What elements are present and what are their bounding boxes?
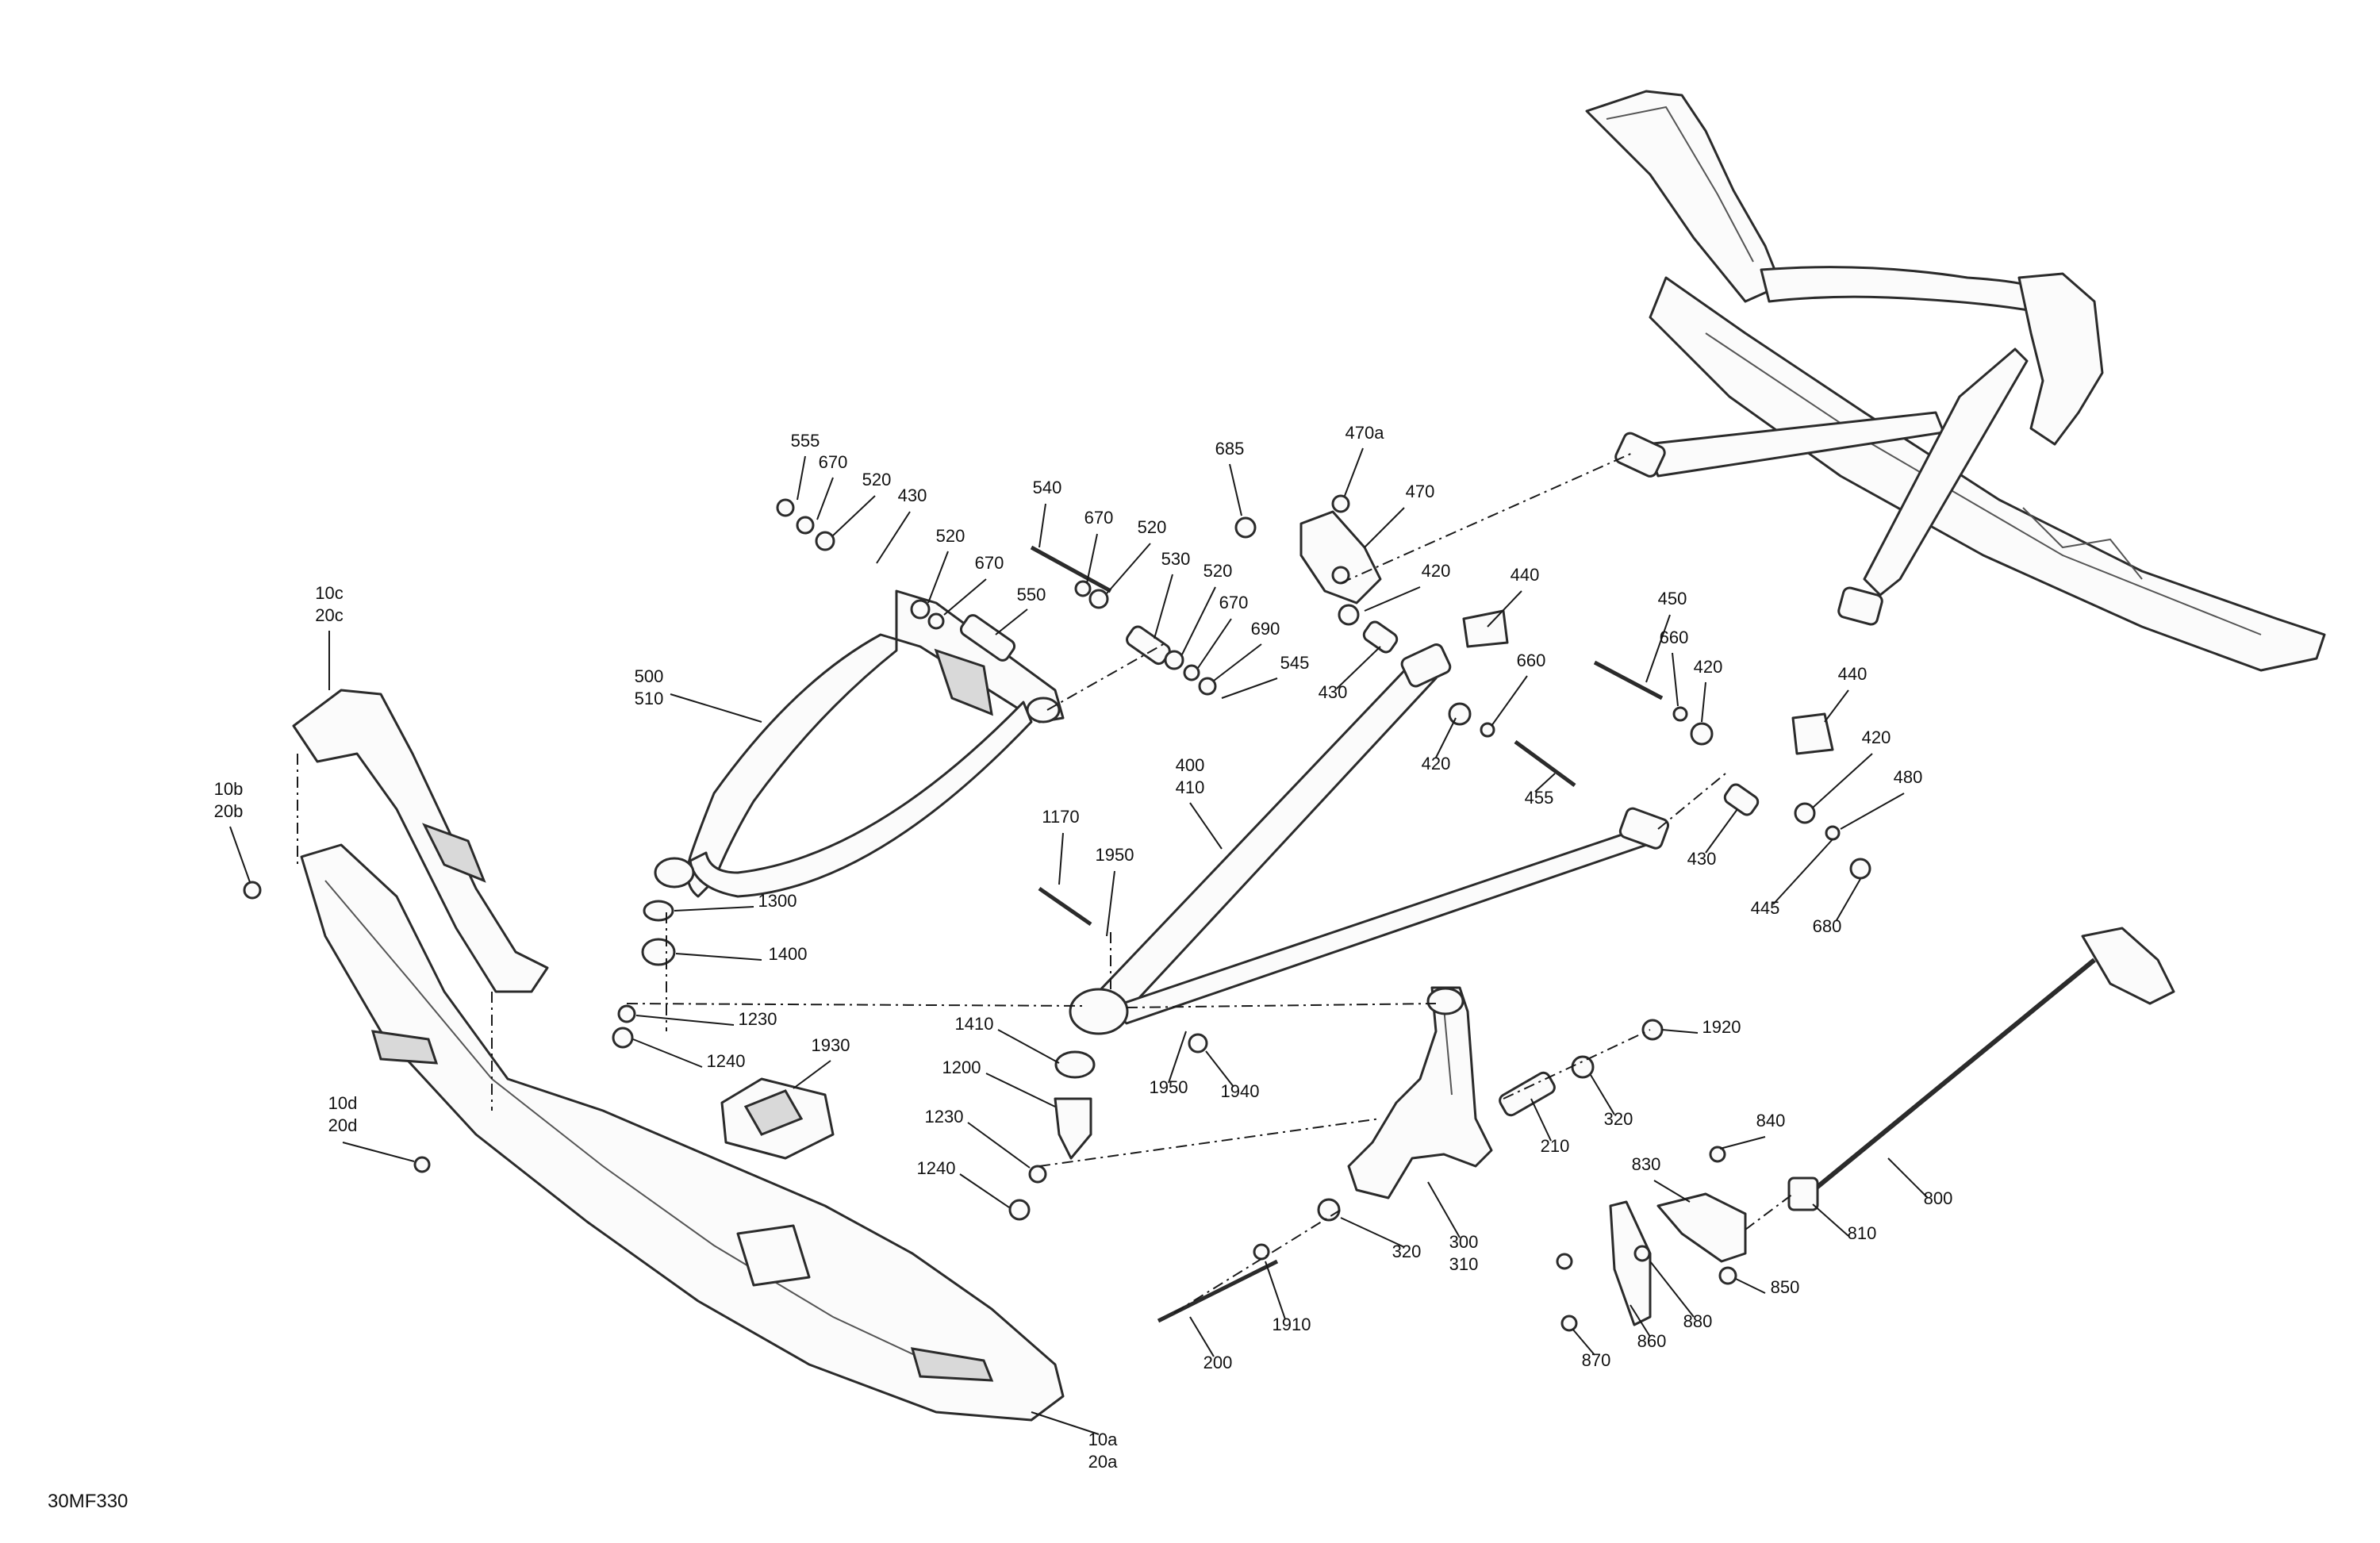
- callout-label: 1950: [1150, 1077, 1188, 1097]
- figure-reference-code: 30MF330: [48, 1491, 128, 1512]
- callout-label: 810: [1848, 1223, 1877, 1243]
- callout-label: 680: [1813, 916, 1842, 936]
- callout-label: 420: [1422, 754, 1451, 773]
- callout-label: 870: [1582, 1350, 1611, 1370]
- callout-label: 520: [1203, 561, 1233, 581]
- callout-label: 10d: [328, 1093, 358, 1113]
- lower-a-arm: [1069, 643, 1670, 1035]
- callout-label: 470: [1406, 482, 1435, 501]
- callout-label: 1240: [707, 1051, 746, 1071]
- callout-label: 685: [1215, 439, 1245, 459]
- steering-tie-rod: [1787, 927, 2175, 1211]
- callout-label: 420: [1422, 561, 1451, 581]
- callout-label: 10c: [315, 583, 343, 603]
- callout-label: 550: [1017, 585, 1046, 605]
- callout-label: 1930: [812, 1035, 850, 1055]
- callout-label: 1240: [917, 1158, 956, 1178]
- callout-label: 510: [635, 689, 664, 708]
- callout-label: 540: [1033, 478, 1062, 497]
- callout-label: 840: [1756, 1111, 1786, 1130]
- callout-label: 300: [1449, 1232, 1479, 1252]
- callout-label: 1910: [1273, 1315, 1311, 1334]
- callout-label: 445: [1751, 898, 1780, 918]
- callout-label: 1170: [1042, 807, 1079, 827]
- callout-label: 1300: [758, 891, 797, 911]
- callout-label: 520: [1138, 517, 1167, 537]
- ski-pad: [720, 1077, 835, 1160]
- steering-arm: [1609, 1192, 1747, 1326]
- callout-label: 10b: [214, 779, 244, 799]
- callout-label: 10a: [1088, 1430, 1118, 1449]
- callout-label: 860: [1637, 1331, 1667, 1351]
- callout-label: 20b: [214, 801, 244, 821]
- callout-label: 555: [791, 431, 820, 451]
- callout-label: 430: [1687, 849, 1717, 869]
- callout-label: 20a: [1088, 1452, 1118, 1472]
- assembly-centerlines: [297, 451, 1794, 1314]
- callout-label: 670: [1219, 593, 1249, 612]
- assembled-ski-right: [1585, 90, 2326, 672]
- callout-label: 500: [635, 666, 664, 686]
- callout-label: 455: [1525, 788, 1554, 808]
- callout-label: 1200: [942, 1057, 981, 1077]
- callout-label: 20c: [315, 605, 343, 625]
- callout-label: 1920: [1702, 1017, 1741, 1037]
- callout-label: 430: [898, 486, 927, 505]
- upper-a-arm: [654, 589, 1065, 898]
- callout-label: 690: [1251, 619, 1280, 639]
- shock-bracket: [1234, 494, 1382, 605]
- washers-nuts-bushings: [243, 498, 1871, 1332]
- callout-label: 1400: [769, 944, 808, 964]
- ski-left: [292, 689, 1065, 1422]
- callout-label: 480: [1894, 767, 1923, 787]
- callout-label: 1410: [955, 1014, 994, 1034]
- callout-label: 1230: [925, 1107, 964, 1127]
- callout-label: 545: [1280, 653, 1310, 673]
- callout-label: 520: [936, 526, 965, 546]
- callout-label: 1230: [739, 1009, 777, 1029]
- callout-label: 400: [1176, 755, 1205, 775]
- callout-label: 440: [1511, 565, 1540, 585]
- callout-label: 210: [1541, 1136, 1570, 1156]
- callout-label: 830: [1632, 1154, 1661, 1174]
- callout-label: 670: [1084, 508, 1114, 528]
- callout-label: 310: [1449, 1254, 1479, 1274]
- callout-label: 200: [1203, 1353, 1233, 1372]
- callout-label: 800: [1924, 1188, 1953, 1208]
- callout-label: 530: [1161, 549, 1191, 569]
- callout-label: 670: [975, 553, 1004, 573]
- callout-label: 450: [1658, 589, 1687, 608]
- callout-label: 430: [1319, 682, 1348, 702]
- callout-label: 1950: [1096, 845, 1134, 865]
- callout-label: 1940: [1221, 1081, 1260, 1101]
- bolts-and-shafts: [959, 545, 1760, 1323]
- callout-label: 420: [1862, 727, 1891, 747]
- callout-label: 20d: [328, 1115, 358, 1135]
- callout-label: 850: [1771, 1277, 1800, 1297]
- callout-label: 320: [1604, 1109, 1633, 1129]
- callout-label: 420: [1694, 657, 1723, 677]
- callout-label: 660: [1517, 651, 1546, 670]
- leader-lines: [229, 447, 1929, 1435]
- spindle: [1347, 986, 1493, 1199]
- callout-label: 320: [1392, 1242, 1422, 1261]
- callout-label: 880: [1683, 1311, 1713, 1331]
- callout-label: 660: [1660, 628, 1689, 647]
- callout-label: 440: [1838, 664, 1868, 684]
- callout-label: 410: [1176, 777, 1205, 797]
- callout-label: 520: [862, 470, 892, 489]
- callout-label: 470a: [1345, 423, 1385, 443]
- callout-label: 670: [819, 452, 848, 472]
